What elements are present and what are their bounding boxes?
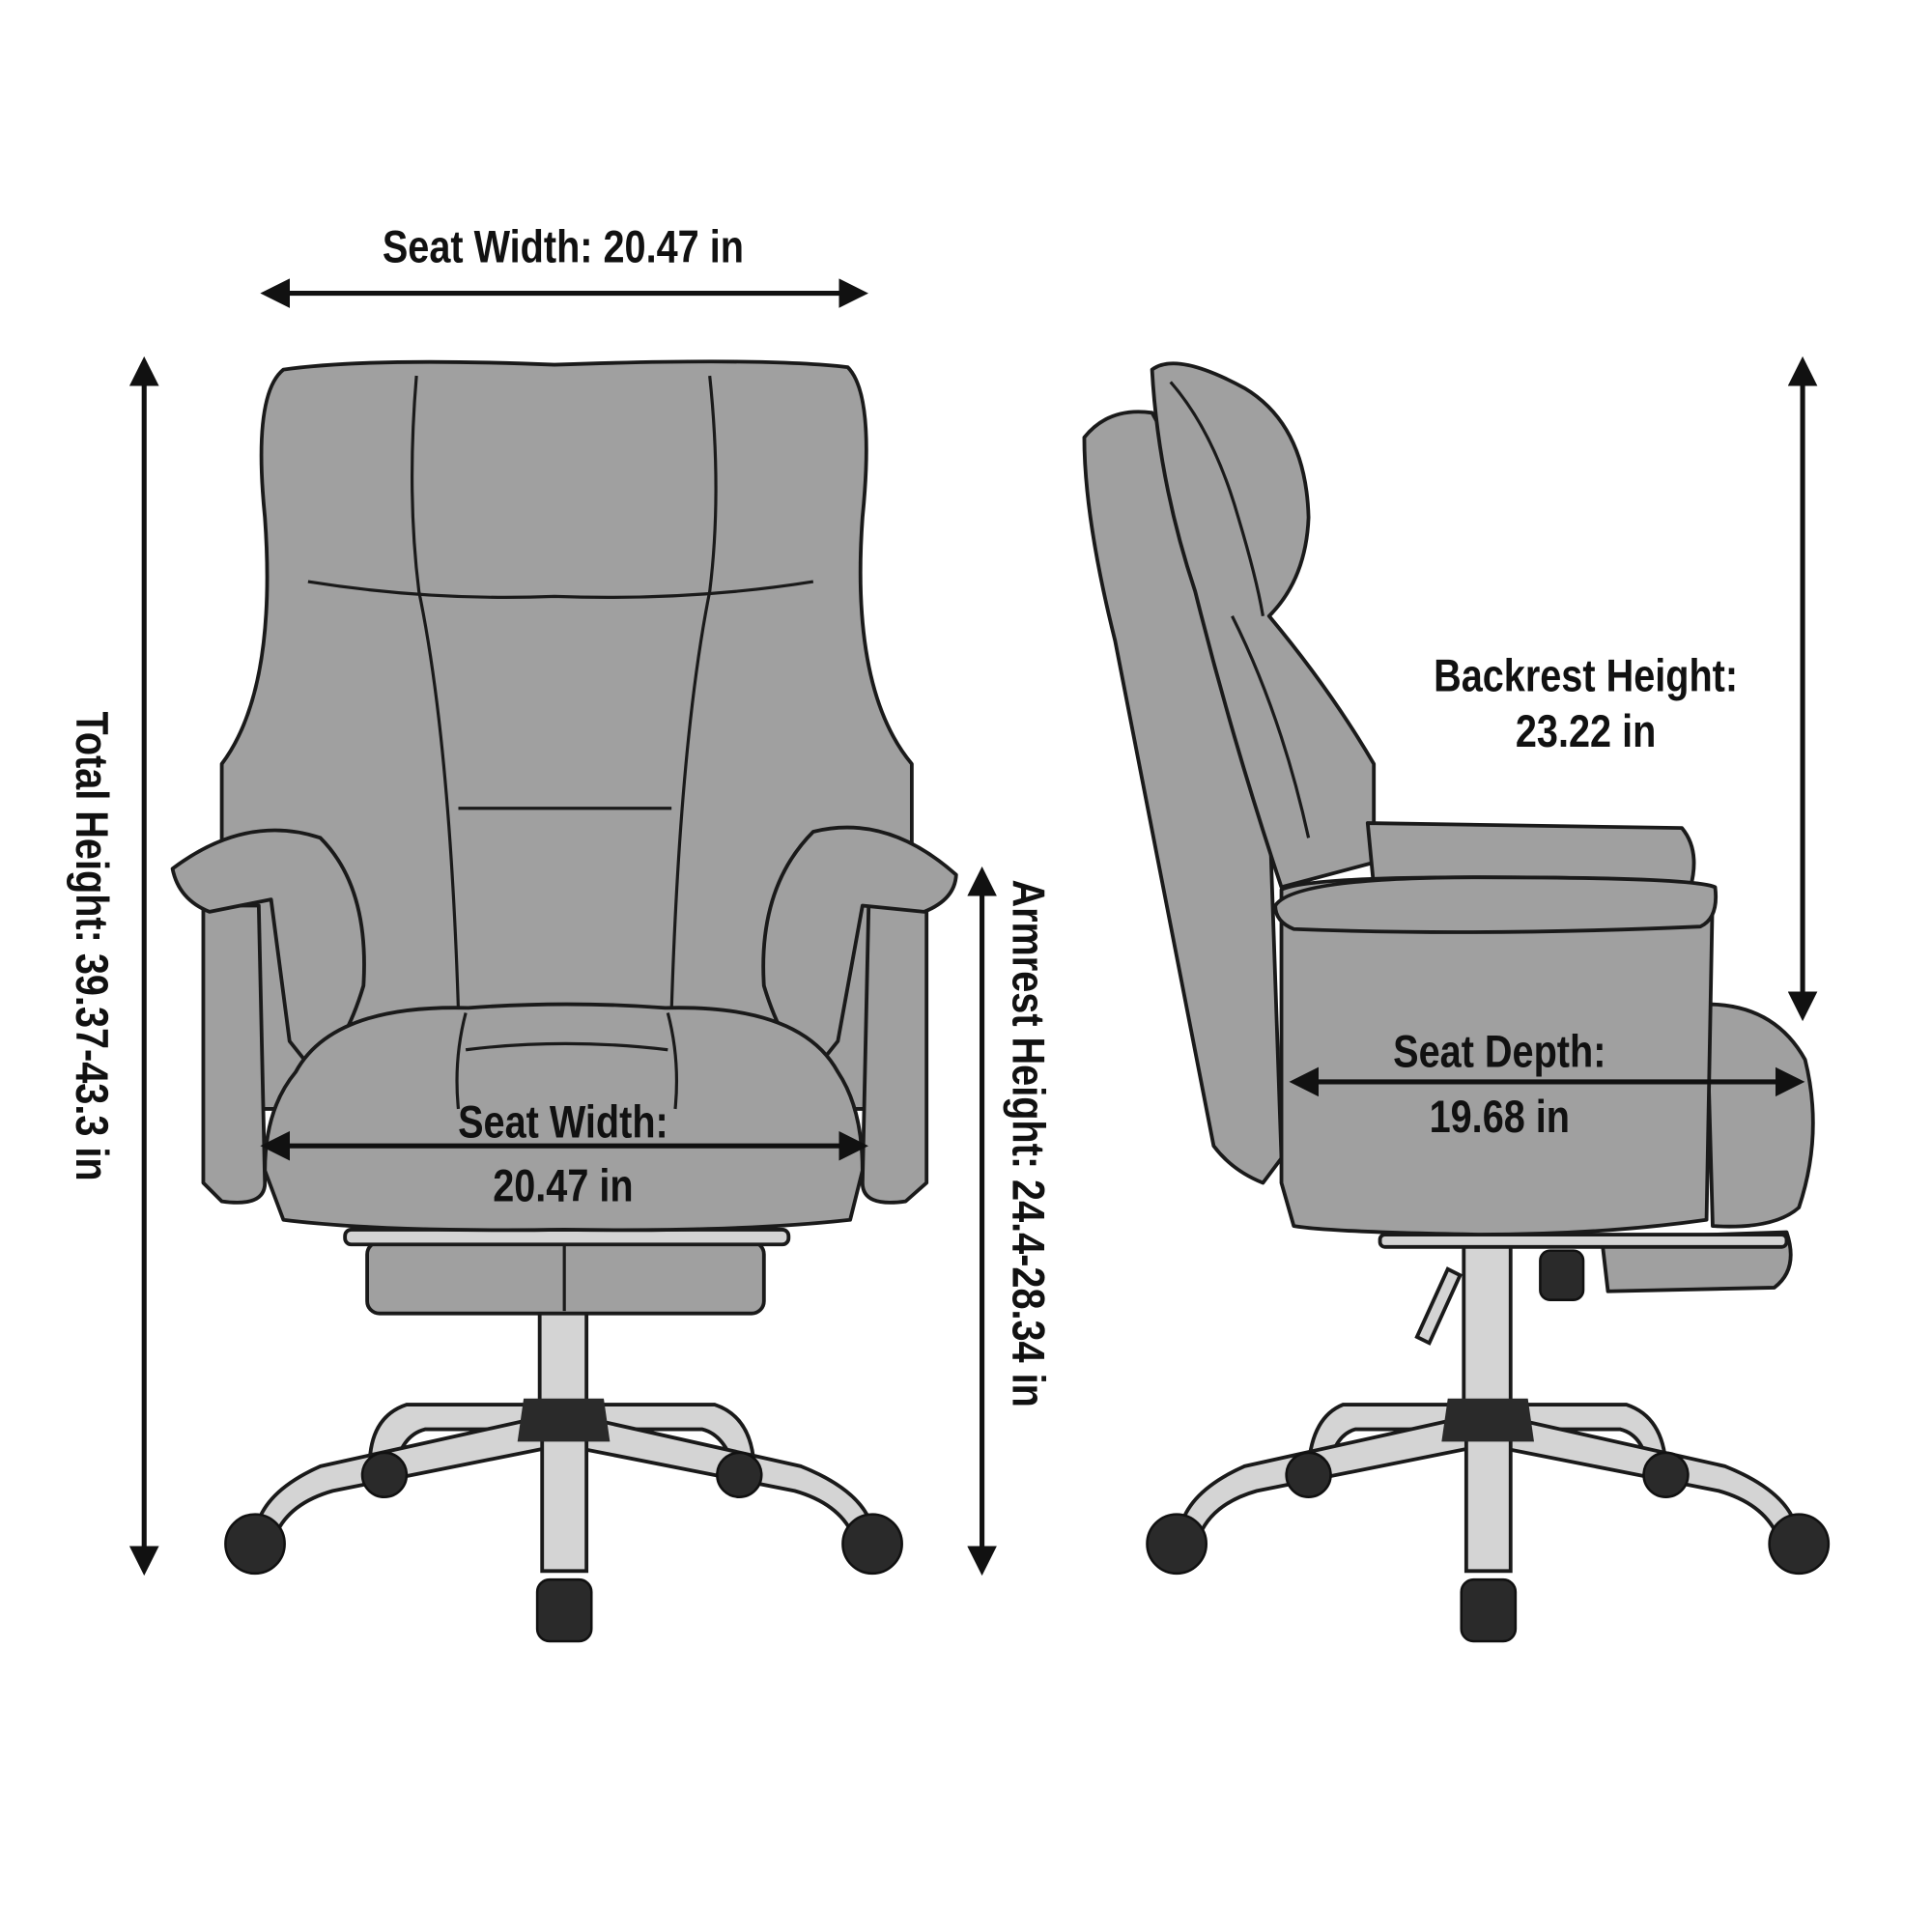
side-seat-cushion xyxy=(1704,1002,1815,1229)
backrest-height-value: 23.22 in xyxy=(1516,707,1656,757)
backrest-height-label: Backrest Height: xyxy=(1434,651,1738,701)
wheel xyxy=(360,1451,409,1499)
seat-depth-value: 19.68 in xyxy=(1430,1093,1570,1143)
side-chair-base xyxy=(1146,1242,1831,1643)
seat-width-label: Seat Width: xyxy=(458,1097,668,1148)
wheel xyxy=(1146,1513,1208,1576)
wheel xyxy=(224,1513,286,1576)
top-seat-width-label: Seat Width: 20.47 in xyxy=(383,223,744,273)
wheel xyxy=(1285,1451,1332,1499)
wheel xyxy=(716,1451,763,1499)
wheel xyxy=(1642,1451,1690,1499)
seat-width-value: 20.47 in xyxy=(493,1161,633,1211)
tilt-knob xyxy=(1539,1249,1585,1301)
front-left-armrest xyxy=(201,903,268,1205)
front-view-chair xyxy=(170,359,958,1643)
side-headrest xyxy=(1150,361,1377,890)
armrest-height-label: Armrest Height: 24.4-28.34 in xyxy=(1003,879,1053,1406)
seat-depth-label: Seat Depth: xyxy=(1393,1027,1605,1077)
front-right-armrest xyxy=(860,903,929,1205)
front-backrest xyxy=(219,359,914,1111)
wheel xyxy=(841,1513,903,1576)
wheel xyxy=(1768,1513,1831,1576)
total-height-label: Total Height: 39.37-43.3 in xyxy=(66,712,116,1181)
side-view-chair xyxy=(1082,361,1831,1643)
wheel xyxy=(1460,1577,1518,1643)
front-chair-base xyxy=(224,1310,903,1643)
wheel xyxy=(535,1577,593,1643)
height-lever xyxy=(1414,1266,1463,1346)
